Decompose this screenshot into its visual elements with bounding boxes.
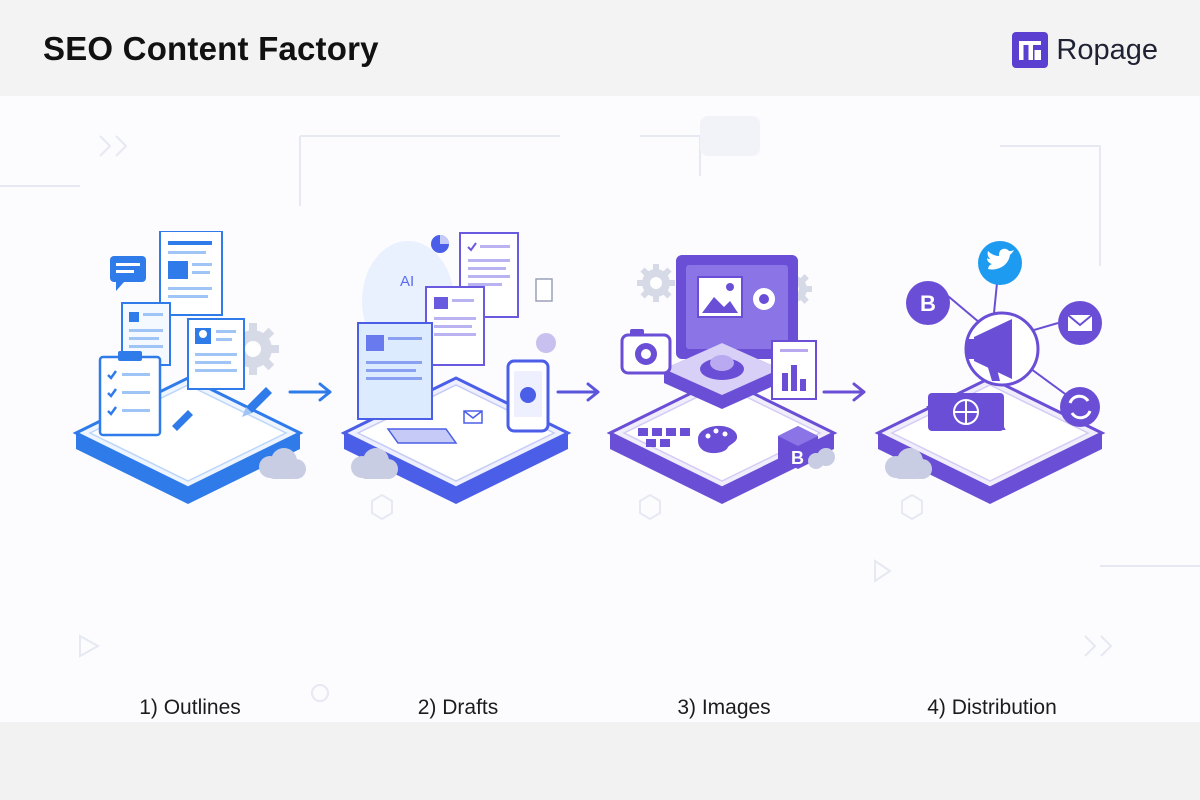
ropage-logo-icon [1012, 32, 1049, 68]
stage-label-drafts: 2) Drafts [417, 696, 499, 719]
stage-outlines: 1) Outlines [60, 231, 320, 719]
diagram-area: 1) Outlines AI [0, 96, 1200, 722]
footer-bar [0, 722, 1200, 800]
documents-checklist-icon [72, 231, 306, 504]
stage-label-outlines: 1) Outlines [139, 696, 241, 719]
ai-badge: AI [400, 273, 414, 290]
brand-name: Ropage [1056, 33, 1158, 66]
page-title: SEO Content Factory [43, 30, 379, 67]
stage-images: B 3) Images [594, 231, 854, 719]
sync-icon [1060, 387, 1100, 427]
b-cube-badge: B [791, 448, 804, 468]
email-icon [1058, 301, 1102, 345]
twitter-icon [978, 241, 1022, 285]
ai-drafting-icon: AI [340, 232, 572, 504]
image-generation-icon: B [606, 255, 838, 504]
header-bar: SEO Content Factory Ropage [0, 0, 1200, 96]
stage-label-images: 3) Images [677, 696, 771, 719]
brand: Ropage [1012, 31, 1158, 69]
stage-label-distribution: 4) Distribution [927, 696, 1057, 719]
arrow-right-icon [822, 382, 866, 402]
megaphone-icon [964, 311, 1040, 387]
arrow-right-icon [556, 382, 600, 402]
stage-distribution: B [862, 231, 1122, 719]
stage-drafts: AI [328, 231, 588, 719]
arrow-right-icon [288, 382, 332, 402]
megaphone-distribution-icon: B [874, 241, 1106, 504]
b-circle-badge: B [920, 291, 936, 316]
